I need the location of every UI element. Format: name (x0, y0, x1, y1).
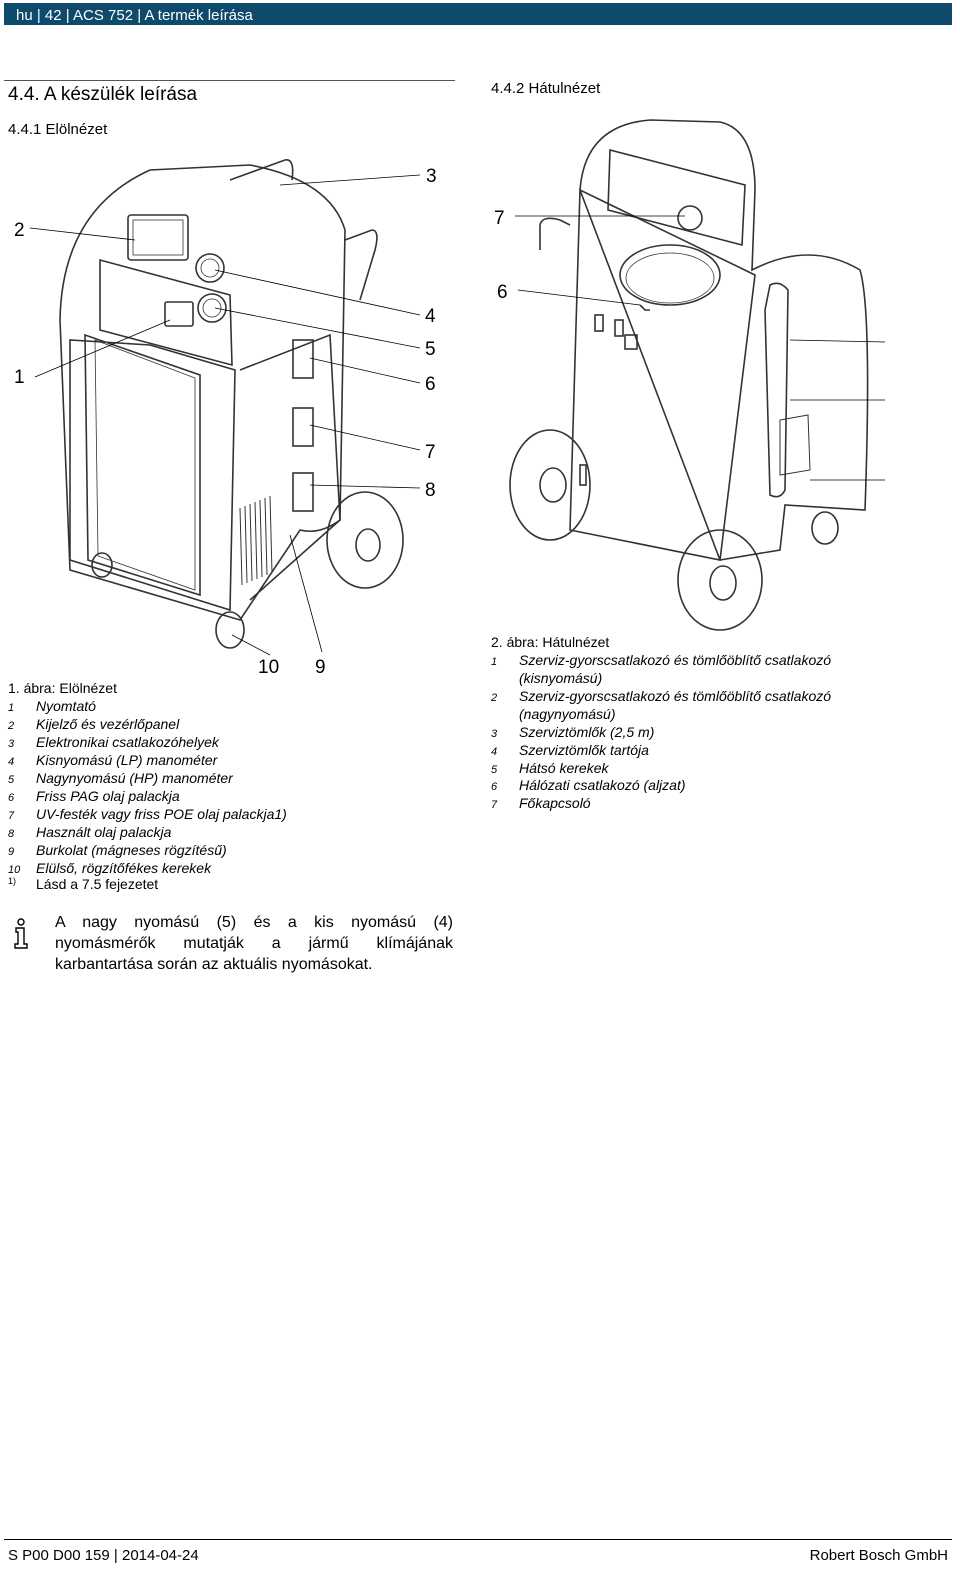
note-text: A nagy nyomású (5) és a kis nyomású (4) … (55, 914, 453, 973)
rear-view-title: 4.4.2 Hátulnézet (491, 80, 601, 97)
front-view-figure: 1 2 3 4 5 6 7 8 9 10 (14, 159, 437, 678)
figure2-legend-item: (nagynyomású) (519, 706, 616, 722)
front-callout-7: 7 (425, 442, 436, 463)
running-title: hu | 42 | ACS 752 | A termék leírása (16, 7, 253, 24)
front-callout-5: 5 (425, 339, 436, 360)
front-callout-8: 8 (425, 480, 436, 501)
front-view-title: 4.4.1 Elölnézet (8, 121, 108, 138)
figure2-legend-item: (kisnyomású) (519, 670, 603, 686)
front-callout-1: 1 (14, 367, 25, 388)
front-callout-6: 6 (425, 374, 436, 395)
front-callout-9: 9 (315, 657, 326, 678)
rear-callout-7: 7 (494, 208, 505, 229)
info-icon (14, 918, 28, 949)
header-bar: hu | 42 | ACS 752 | A termék leírása (4, 3, 952, 25)
front-callout-3: 3 (426, 166, 437, 187)
footer-rule (4, 1539, 952, 1540)
front-callout-2: 2 (14, 220, 25, 241)
figure1-caption: 1. ábra: Elölnézet (8, 680, 117, 696)
rear-view-figure: 7 6 (494, 119, 885, 631)
figure2-caption: 2. ábra: Hátulnézet (491, 634, 610, 650)
front-callout-4: 4 (425, 306, 436, 327)
section-title: 4.4. A készülék leírása (8, 84, 198, 105)
rear-callout-6: 6 (497, 282, 508, 303)
footer-doc-ref: S P00 D00 159 | 2014-04-24 (8, 1547, 199, 1564)
section-rule (4, 80, 455, 81)
footer-company: Robert Bosch GmbH (809, 1547, 948, 1564)
figure1-footnote: 1)Lásd a 7.5 fejezetet (8, 876, 159, 892)
front-callout-10: 10 (258, 657, 279, 678)
